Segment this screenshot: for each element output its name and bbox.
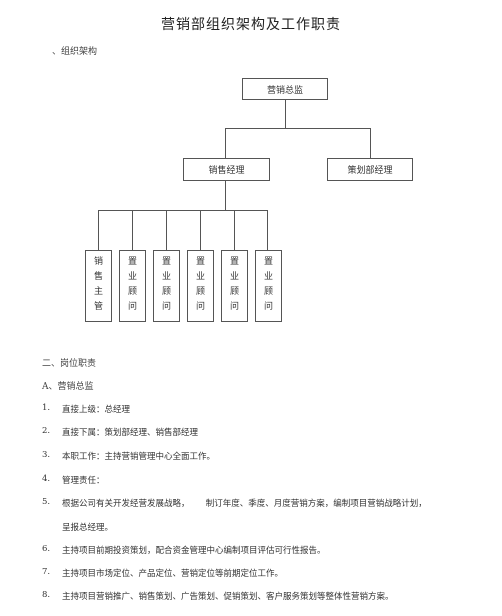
org-node-char: 顾 — [263, 287, 273, 297]
org-node-char: 问 — [161, 302, 171, 312]
org-node-char: 顾 — [229, 287, 239, 297]
section-duties-heading: 二、岗位职责 — [42, 359, 97, 369]
org-node-char: 顾 — [195, 287, 205, 297]
list-item-text: 直接下属：策划部经理、销售部经理 — [62, 428, 199, 438]
connector — [225, 128, 226, 158]
list-item-number: 4. — [42, 474, 51, 484]
org-node-char: 问 — [229, 302, 239, 312]
connector — [370, 128, 371, 158]
list-item-continuation: 呈报总经理。 — [42, 521, 482, 533]
list-item-text: 主持项目市场定位、产品定位、营销定位等前期定位工作。 — [62, 569, 284, 579]
connector — [166, 210, 167, 250]
org-node-char: 顾 — [161, 287, 171, 297]
org-node-char: 业 — [195, 272, 205, 282]
connector — [200, 210, 201, 250]
list-item-number: 5. — [42, 497, 51, 507]
org-node-char: 问 — [127, 302, 137, 312]
subsection-heading: A、营销总监 — [42, 382, 94, 392]
org-node-property-consultant: 置 业 顾 问 — [187, 250, 214, 322]
list-item-number: 3. — [42, 450, 51, 460]
org-node-char: 置 — [195, 257, 205, 267]
org-node-label: 销售经理 — [208, 166, 245, 176]
org-node-planning-manager: 策划部经理 — [327, 158, 413, 181]
list-item: 6. 主持项目前期投资策划，配合资金管理中心编制项目评估可行性报告。 — [42, 544, 482, 556]
connector — [234, 210, 235, 250]
list-item-number: 8. — [42, 590, 51, 600]
connector — [225, 181, 226, 210]
list-item: 1. 直接上级：总经理 — [42, 403, 482, 415]
connector — [267, 210, 268, 250]
org-node-char: 业 — [263, 272, 273, 282]
list-item: 3. 本职工作：主持营销管理中心全面工作。 — [42, 450, 482, 462]
org-node-char: 销 — [93, 257, 103, 267]
list-item-number: 6. — [42, 544, 51, 554]
list-item-text: 主持项目营销推广、销售策划、广告策划、促销策划、客户服务策划等整体性营销方案。 — [62, 592, 394, 602]
list-item-number: 7. — [42, 567, 51, 577]
org-node-property-consultant: 置 业 顾 问 — [153, 250, 180, 322]
org-node-char: 业 — [127, 272, 137, 282]
connector — [225, 128, 370, 129]
org-node-label: 营销总监 — [266, 85, 303, 96]
connector — [285, 100, 286, 128]
org-node-char: 问 — [263, 302, 273, 312]
list-item-number: 1. — [42, 403, 51, 413]
org-node-sales-manager: 销售经理 — [183, 158, 270, 181]
list-item: 7. 主持项目市场定位、产品定位、营销定位等前期定位工作。 — [42, 567, 482, 579]
connector — [98, 210, 267, 211]
list-item-text: 管理责任： — [62, 476, 105, 486]
org-node-property-consultant: 置 业 顾 问 — [255, 250, 282, 322]
org-node-label: 策划部经理 — [347, 166, 393, 176]
org-node-char: 置 — [161, 257, 171, 267]
org-node-char: 顾 — [127, 287, 137, 297]
org-node-char: 管 — [93, 302, 103, 312]
list-item-text: 呈报总经理。 — [62, 523, 114, 533]
org-node-char: 售 — [93, 272, 103, 282]
list-item-text: 本职工作：主持营销管理中心全面工作。 — [62, 452, 216, 462]
org-node-property-consultant: 置 业 顾 问 — [221, 250, 248, 322]
list-item-text: 直接上级：总经理 — [62, 405, 131, 415]
org-node-char: 问 — [195, 302, 205, 312]
list-item: 8. 主持项目营销推广、销售策划、广告策划、促销策划、客户服务策划等整体性营销方… — [42, 590, 482, 602]
org-node-top: 营销总监 — [242, 78, 328, 100]
org-node-char: 置 — [263, 257, 273, 267]
org-node-char: 主 — [93, 287, 103, 297]
list-item-text: 主持项目前期投资策划，配合资金管理中心编制项目评估可行性报告。 — [62, 546, 326, 556]
org-node-sales-supervisor: 销 售 主 管 — [85, 250, 112, 322]
page-title: 营销部组织架构及工作职责 — [161, 17, 341, 33]
org-node-property-consultant: 置 业 顾 问 — [119, 250, 146, 322]
list-item: 5. 根据公司有关开发经营发展战略， 制订年度、季度、月度营销方案，编制项目营销… — [42, 497, 482, 509]
list-item-text: 根据公司有关开发经营发展战略， 制订年度、季度、月度营销方案，编制项目营销战略计… — [62, 499, 427, 509]
org-node-char: 置 — [127, 257, 137, 267]
org-node-char: 业 — [229, 272, 239, 282]
list-item: 2. 直接下属：策划部经理、销售部经理 — [42, 426, 482, 438]
org-node-char: 置 — [229, 257, 239, 267]
section-org-heading: 、组织架构 — [52, 47, 98, 57]
list-item-number: 2. — [42, 426, 51, 436]
connector — [132, 210, 133, 250]
list-item: 4. 管理责任： — [42, 474, 482, 486]
org-node-char: 业 — [161, 272, 171, 282]
connector — [98, 210, 99, 250]
